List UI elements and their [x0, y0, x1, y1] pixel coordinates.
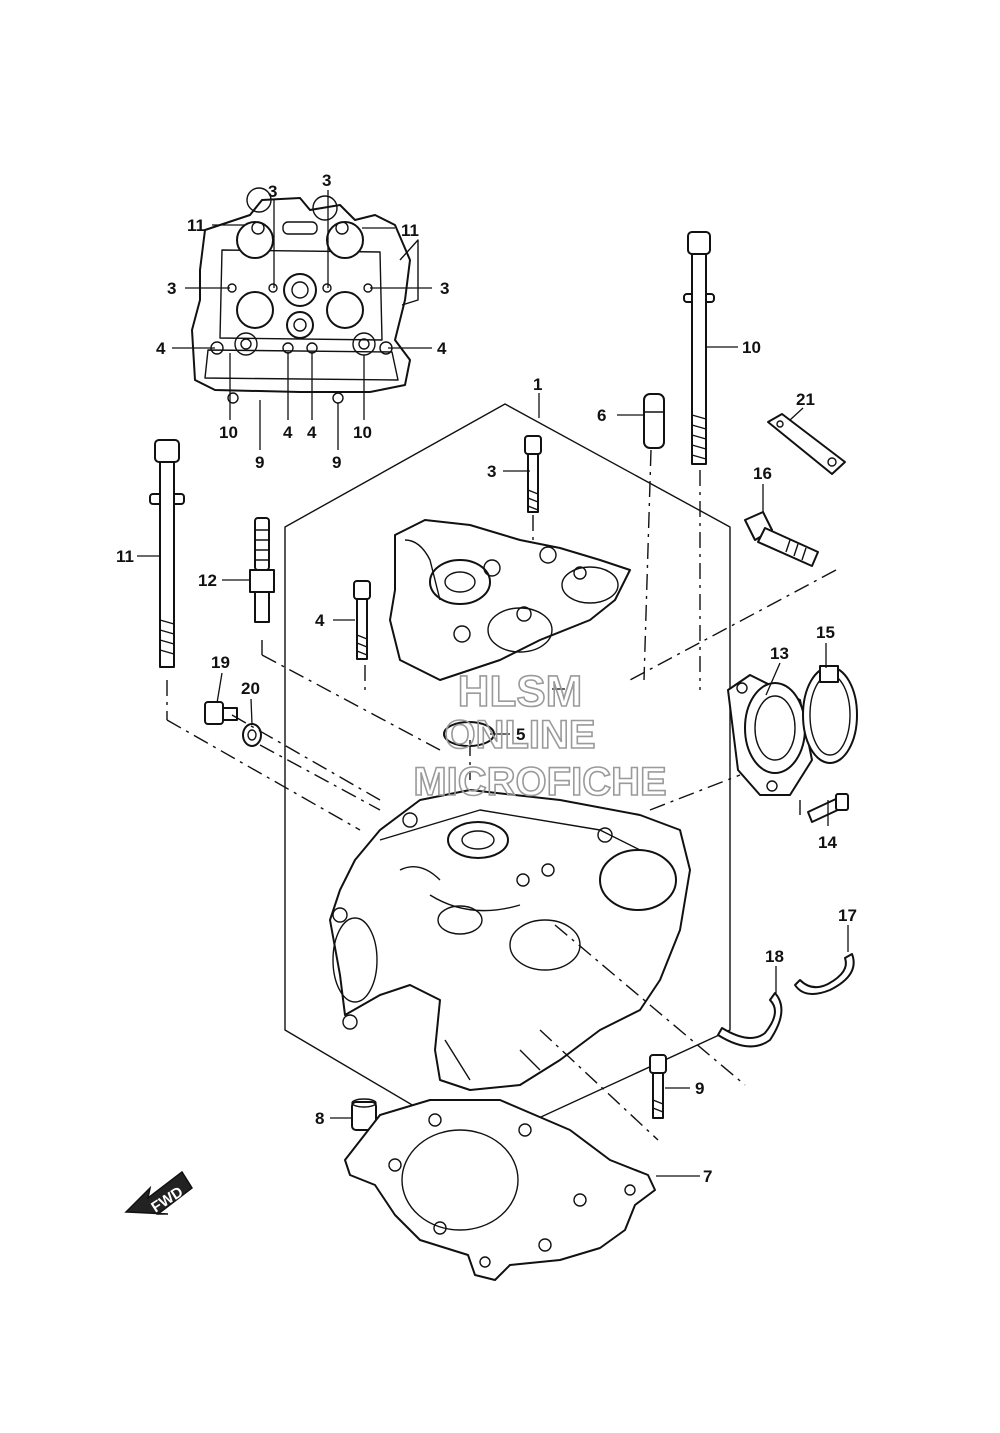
callout-21: 21 [796, 390, 815, 409]
callout-3-top-mid: 3 [322, 171, 331, 190]
assembly-lines [166, 449, 837, 1141]
bolt-3 [524, 435, 542, 513]
callout-11-top-left: 11 [187, 216, 205, 235]
callout-10-bottom-a: 10 [219, 423, 238, 442]
callout-16: 16 [753, 464, 772, 483]
camshaft-holder [389, 519, 631, 681]
intake-pipe-13 [727, 674, 813, 796]
bolt-4 [353, 580, 371, 660]
callout-3-bolt: 3 [487, 462, 496, 481]
callout-11-top-right: 11 [401, 221, 419, 240]
top-view-leader-lines [172, 190, 432, 450]
callout-10-bottom-b: 10 [353, 423, 372, 442]
callout-12: 12 [198, 571, 217, 590]
callout-8: 8 [315, 1109, 324, 1128]
callout-10-bolt: 10 [742, 338, 761, 357]
callout-20: 20 [241, 679, 260, 698]
callout-11-bolt: 11 [116, 547, 134, 566]
washer-20 [242, 723, 262, 747]
callout-15: 15 [816, 623, 835, 642]
callout-4-bottom-a: 4 [283, 423, 293, 442]
clip-17 [794, 953, 855, 995]
watermark-line2: ONLINE [444, 713, 595, 757]
watermark: HLSM ONLINE MICROFICHE [413, 666, 668, 805]
head-gasket-7 [344, 1099, 656, 1281]
cylinder-head-body [329, 789, 691, 1091]
callout-9-bolt: 9 [695, 1079, 704, 1098]
bolt-10-long [683, 231, 715, 465]
sleeve-6 [643, 393, 665, 449]
callout-4-right: 4 [437, 339, 447, 358]
callout-17: 17 [838, 906, 857, 925]
clip-18 [717, 992, 783, 1048]
callout-4-left: 4 [156, 339, 166, 358]
callout-18: 18 [765, 947, 784, 966]
bracket-21 [767, 413, 846, 475]
callout-19: 19 [211, 653, 230, 672]
exploded-leader-lines [137, 346, 849, 1177]
callout-9-bottom-a: 9 [255, 453, 264, 472]
spark-plug-12 [249, 517, 275, 623]
callout-3-right: 3 [440, 279, 449, 298]
callout-4-bolt: 4 [315, 611, 325, 630]
callout-1: 1 [533, 375, 542, 394]
watermark-line1: HLSM [458, 667, 583, 716]
callout-14: 14 [818, 833, 837, 852]
callout-3-top-left: 3 [268, 182, 277, 201]
callout-3-left: 3 [167, 279, 176, 298]
exploded-frame [284, 403, 731, 1146]
clamp-15 [802, 665, 858, 764]
dowel-pin-8 [351, 1098, 377, 1131]
callout-5: 5 [516, 725, 525, 744]
watermark-line3: MICROFICHE [413, 760, 666, 804]
bolt-19 [204, 701, 238, 725]
bolt-9 [649, 1054, 667, 1119]
cylinder-head-top-view [191, 187, 419, 404]
callout-7: 7 [703, 1167, 712, 1186]
callout-numbers: 11 11 3 3 3 3 4 4 10 4 4 10 9 9 1 6 10 2… [116, 171, 857, 1186]
callout-13: 13 [770, 644, 789, 663]
bolt-16 [744, 511, 819, 567]
callout-4-bottom-b: 4 [307, 423, 317, 442]
callout-9-bottom-b: 9 [332, 453, 341, 472]
bolt-11-long [149, 439, 185, 668]
forward-direction-arrow-icon: FWD [124, 1170, 193, 1216]
callout-6: 6 [597, 406, 606, 425]
